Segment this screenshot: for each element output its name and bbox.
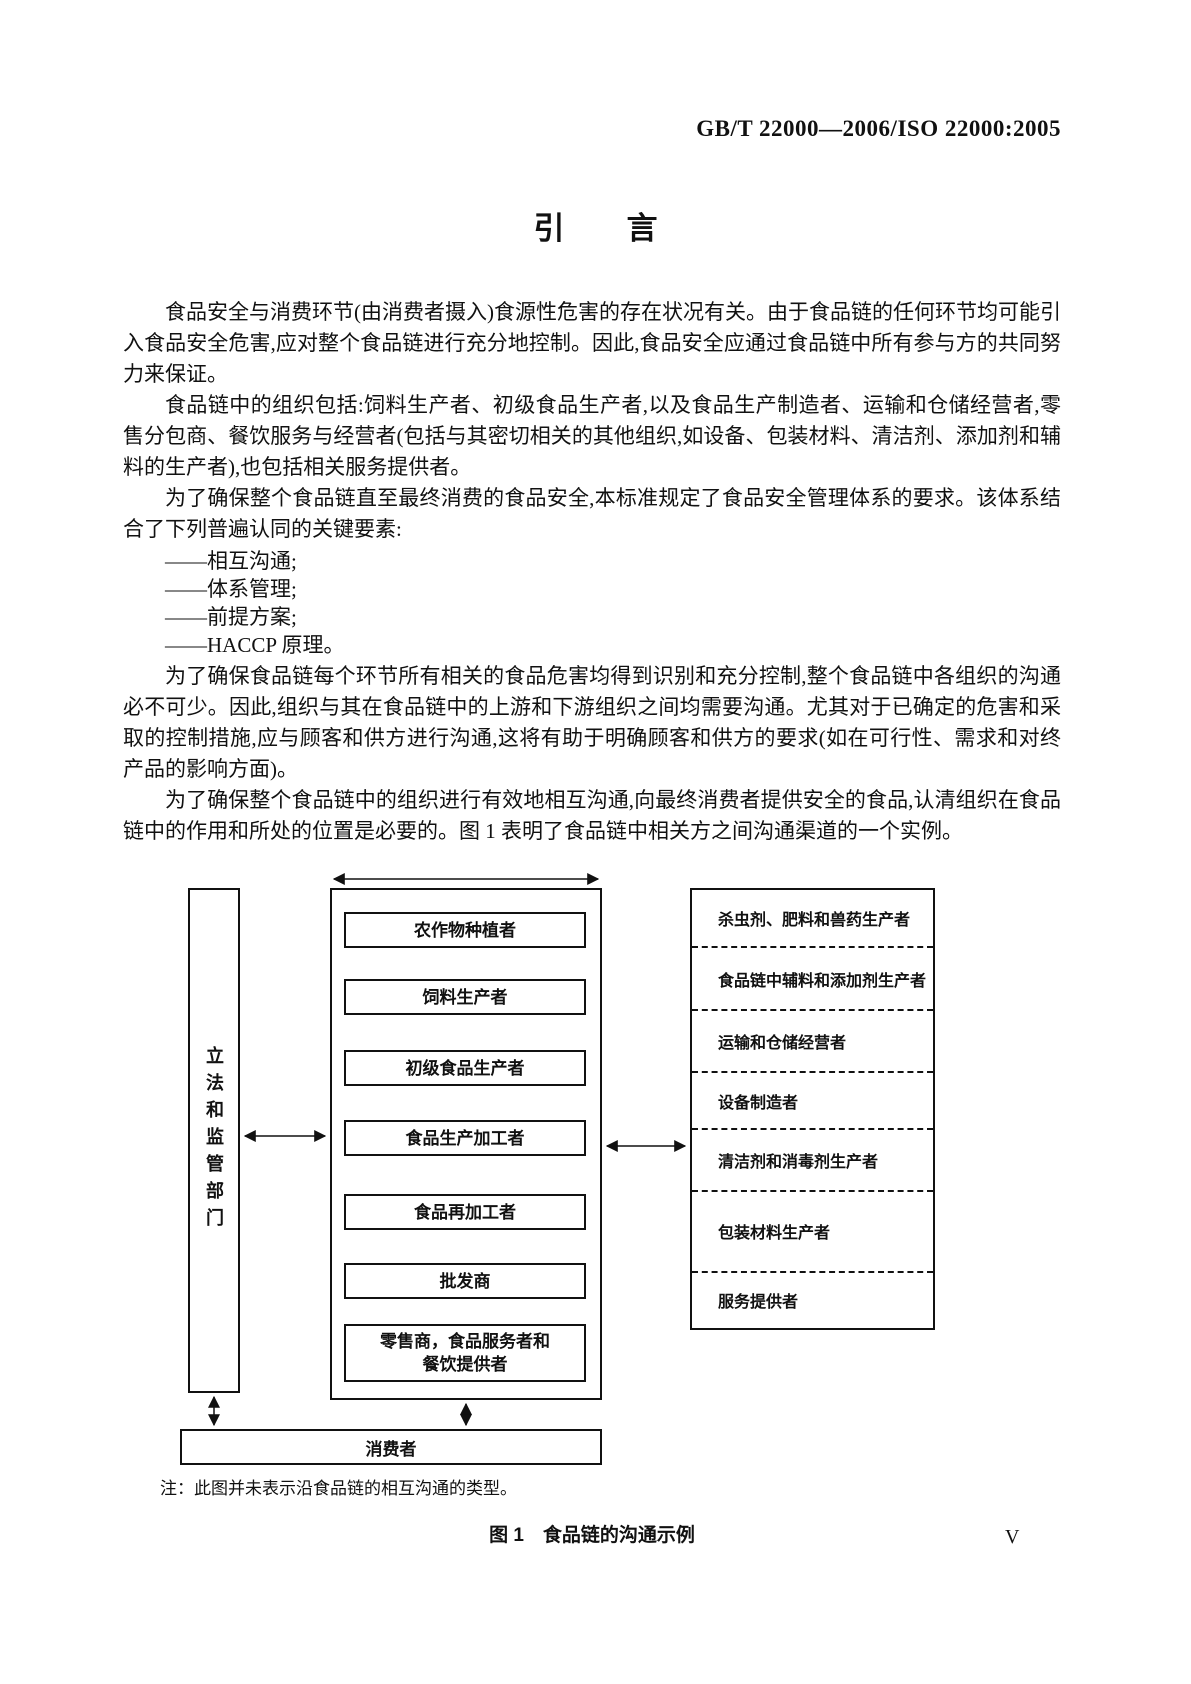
standard-number: GB/T 22000—2006/ISO 22000:2005: [696, 116, 1061, 141]
intro-paragraph-1: 食品安全与消费环节(由消费者摄入)食源性危害的存在状况有关。由于食品链的任何环节…: [123, 300, 1061, 386]
right-section-cleaning-sanitizing-agent-producers: 清洁剂和消毒剂生产者: [692, 1127, 933, 1190]
intro-paragraph-3: 为了确保整个食品链直至最终消费的食品安全,本标准规定了食品安全管理体系的要求。该…: [123, 486, 1061, 541]
key-element-system-management: ——体系管理;: [165, 577, 297, 601]
right-section-ingredient-additive-producers: 食品链中辅料和添加剂生产者: [692, 946, 933, 1008]
right-section-packaging-material-producers: 包装材料生产者: [692, 1190, 933, 1270]
page-number: V: [1005, 1526, 1020, 1548]
key-element-prerequisite-programs: ——前提方案;: [165, 605, 297, 629]
chain-box-secondary-manufacturers: 食品再加工者: [344, 1194, 586, 1230]
intro-paragraph-5: 为了确保整个食品链中的组织进行有效地相互沟通,向最终消费者提供安全的食品,认清组…: [123, 788, 1061, 843]
right-section-pesticide-fertilizer-vet-drug-producers: 杀虫剂、肥料和兽药生产者: [718, 912, 911, 930]
legislative-regulatory-box: 立法和监管部门: [188, 888, 240, 1393]
chain-box-feed-producers: 饲料生产者: [344, 979, 586, 1015]
consumers-box: 消费者: [180, 1429, 602, 1465]
chain-box-primary-food-producers: 初级食品生产者: [344, 1050, 586, 1086]
chain-box-crop-growers: 农作物种植者: [344, 912, 586, 948]
page-title: 引 言: [533, 211, 658, 246]
related-organizations-box: 杀虫剂、肥料和兽药生产者 食品链中辅料和添加剂生产者 运输和仓储经营者 设备制造…: [690, 888, 935, 1330]
right-section-transport-storage-operators: 运输和仓储经营者: [692, 1008, 933, 1071]
chain-box-wholesalers: 批发商: [344, 1263, 586, 1299]
intro-paragraph-4: 为了确保食品链每个环节所有相关的食品危害均得到识别和充分控制,整个食品链中各组织…: [123, 664, 1061, 781]
legislative-regulatory-label: 立法和监管部门: [204, 1046, 224, 1235]
figure-caption: 图 1 食品链的沟通示例: [489, 1525, 695, 1546]
key-element-communication: ——相互沟通;: [165, 549, 297, 573]
chain-box-food-manufacturers: 食品生产加工者: [344, 1120, 586, 1156]
right-section-service-providers: 服务提供者: [692, 1270, 933, 1328]
right-section-equipment-manufacturers: 设备制造者: [692, 1071, 933, 1127]
figure-note: 注：此图并未表示沿食品链的相互沟通的类型。: [160, 1479, 517, 1498]
intro-paragraph-2: 食品链中的组织包括:饲料生产者、初级食品生产者,以及食品生产制造者、运输和仓储经…: [123, 393, 1061, 479]
key-elements-list: ——相互沟通; ——体系管理; ——前提方案; ——HACCP 原理。: [123, 547, 1061, 659]
introduction-text: 食品安全与消费环节(由消费者摄入)食源性危害的存在状况有关。由于食品链的任何环节…: [123, 297, 1061, 847]
food-chain-column-box: 农作物种植者 饲料生产者 初级食品生产者 食品生产加工者 食品再加工者 批发商 …: [330, 888, 602, 1400]
chain-box-retailers-food-service: 零售商，食品服务者和 餐饮提供者: [344, 1324, 586, 1382]
key-element-haccp-principles: ——HACCP 原理。: [165, 633, 345, 657]
